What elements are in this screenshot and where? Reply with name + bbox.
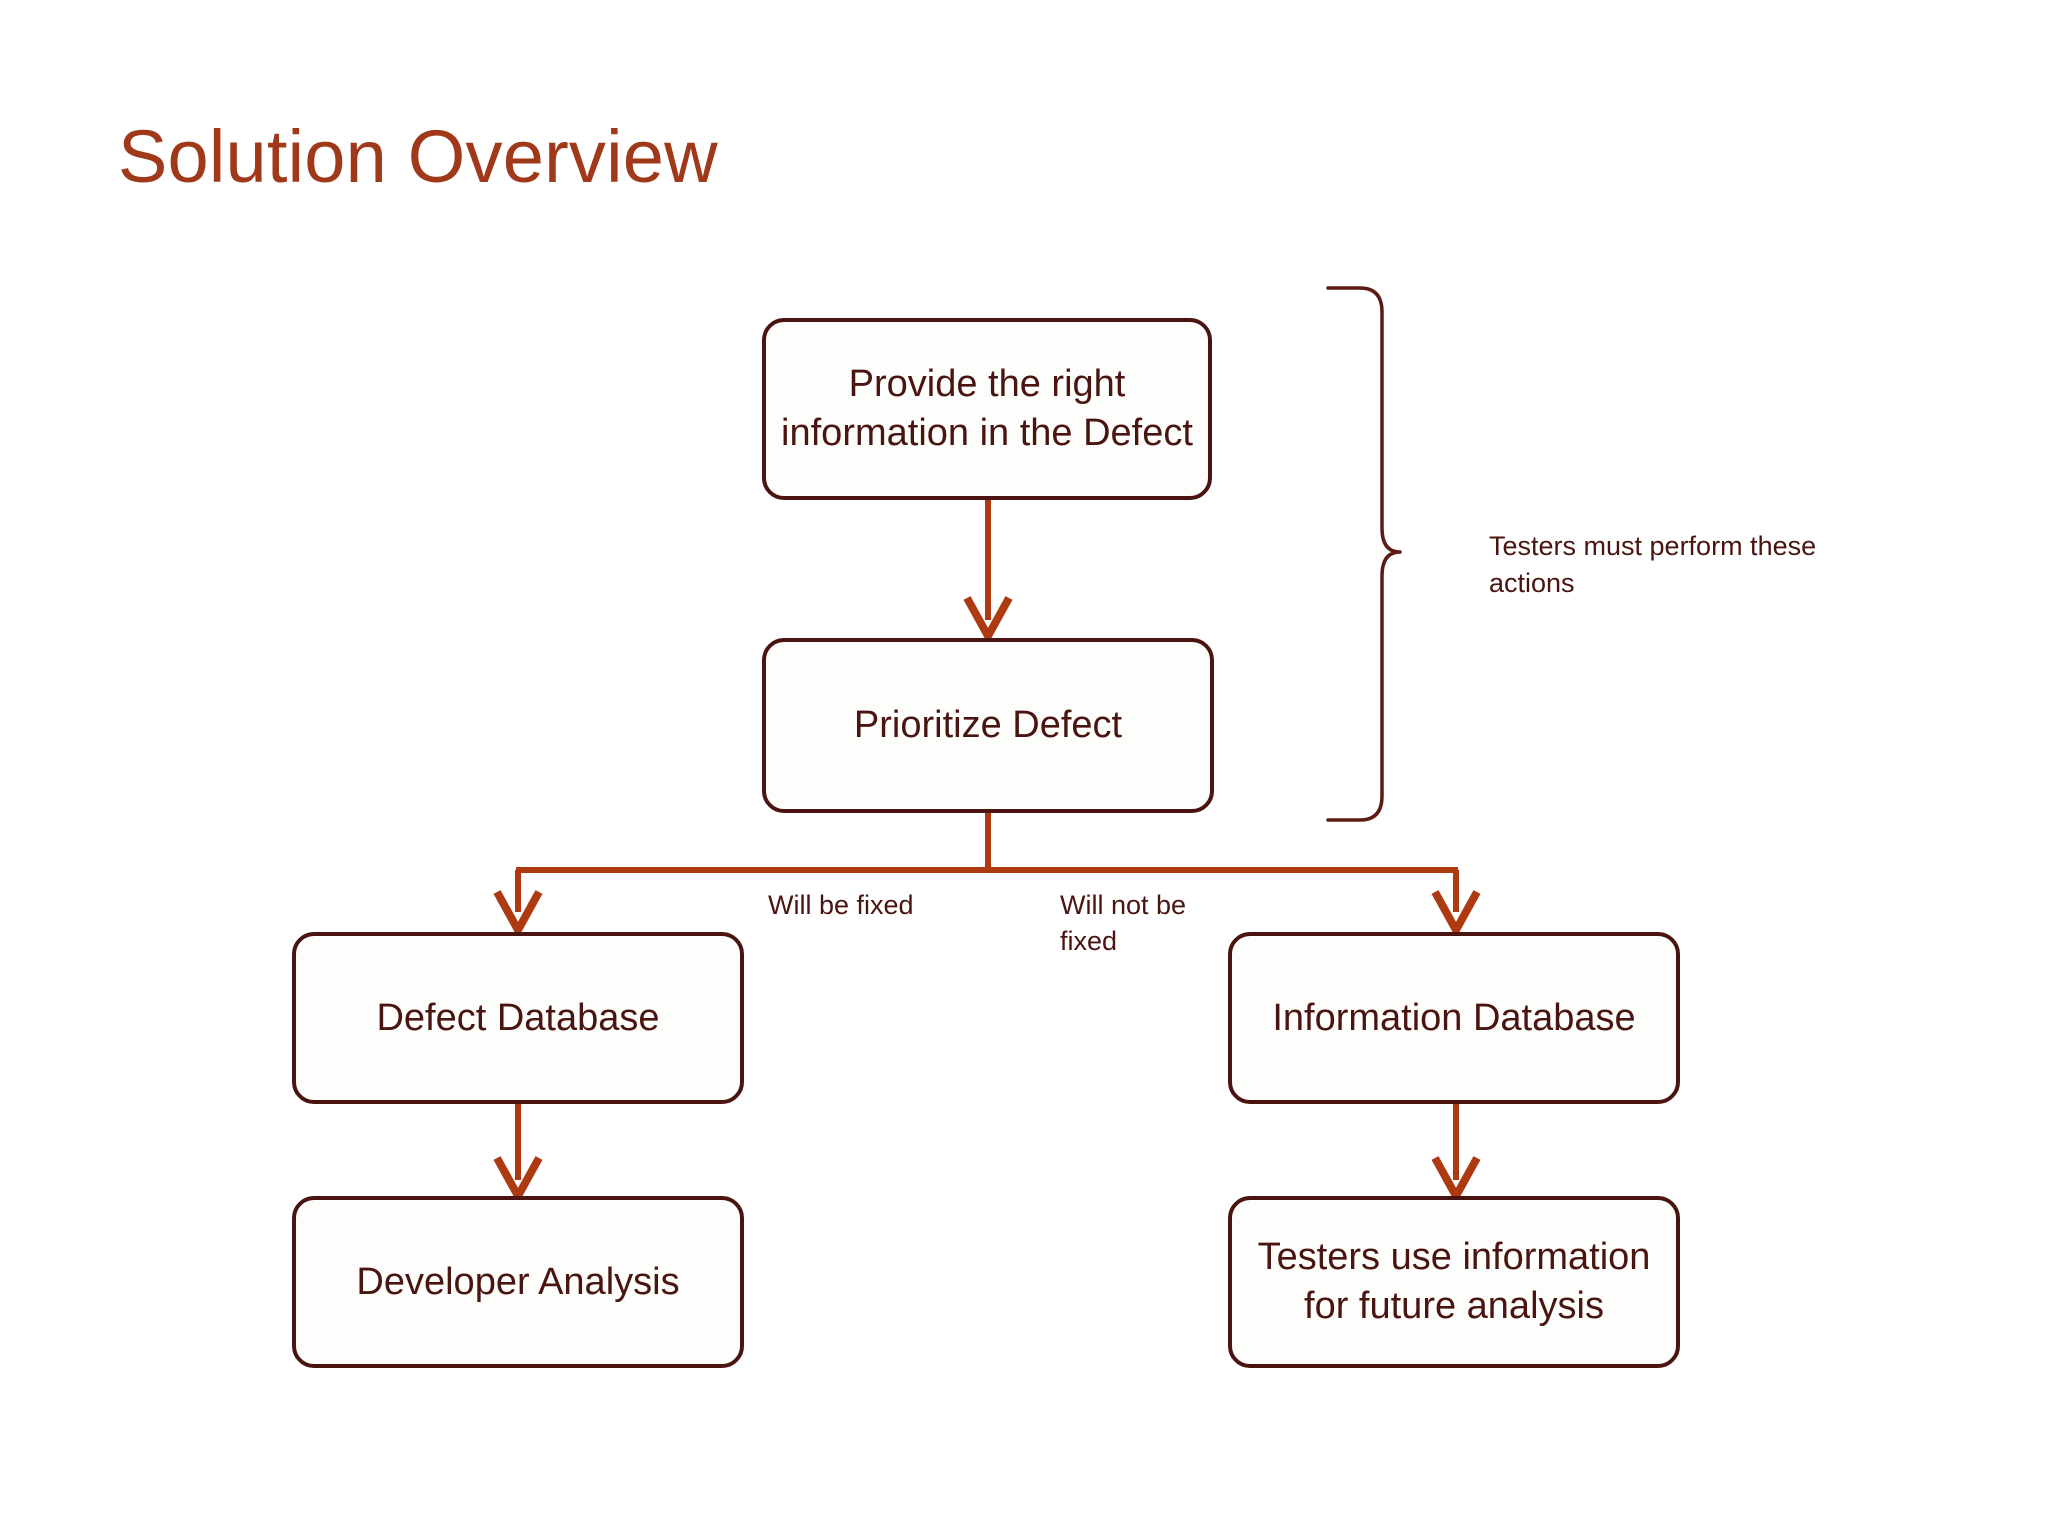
flow-node-provide-right-information[interactable]: Provide the right information in the Def… xyxy=(762,318,1212,500)
flow-node-information-database[interactable]: Information Database xyxy=(1228,932,1680,1104)
flow-node-label: Prioritize Defect xyxy=(853,704,1123,747)
edge-label-will-be-fixed: Will be fixed xyxy=(768,890,914,920)
edge-label-line-1: Will not be xyxy=(1060,890,1187,920)
edge-label-will-not-be-fixed: Will not be fixed xyxy=(1060,888,1235,959)
flow-node-defect-database[interactable]: Defect Database xyxy=(292,932,744,1104)
flow-node-label: Defect Database xyxy=(376,996,660,1039)
edge-label-line-2: fixed xyxy=(1060,925,1118,956)
flow-node-prioritize-defect[interactable]: Prioritize Defect xyxy=(762,638,1214,813)
flow-node-label: Testers use information for future analy… xyxy=(1257,1236,1651,1327)
arrowhead-info-db xyxy=(1431,890,1481,939)
flow-node-label: Information Database xyxy=(1272,996,1636,1039)
arrowhead-prioritize xyxy=(963,596,1013,645)
flow-node-testers-use-information[interactable]: Testers use information for future analy… xyxy=(1228,1196,1680,1368)
arrowhead-defect-db xyxy=(493,890,543,939)
flow-node-label: Developer Analysis xyxy=(356,1260,680,1303)
annotation-testers-must-perform-these-actions: Testers must perform these actions xyxy=(1489,531,1817,599)
grouping-brace-icon xyxy=(1326,286,1402,822)
page-title: Solution Overview xyxy=(118,115,718,198)
flow-node-developer-analysis[interactable]: Developer Analysis xyxy=(292,1196,744,1368)
flow-node-label: Provide the right information in the Def… xyxy=(781,363,1193,454)
arrowhead-future xyxy=(1431,1156,1481,1205)
arrowhead-developer xyxy=(493,1156,543,1205)
